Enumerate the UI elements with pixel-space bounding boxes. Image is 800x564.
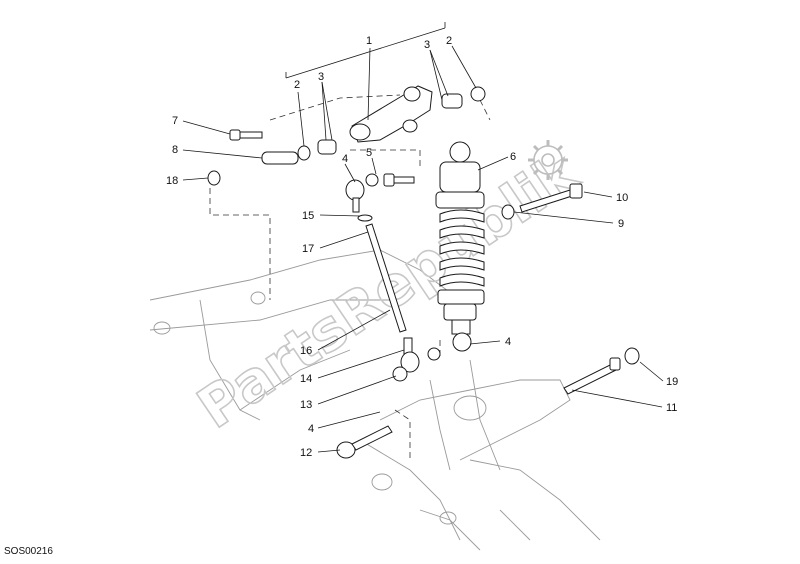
bolt-10 [501, 183, 583, 220]
callout-17: 17 [302, 243, 314, 255]
washer-18 [207, 170, 221, 186]
callout-4-shock: 4 [505, 336, 511, 348]
rod-end-upper [345, 179, 373, 222]
diagram-code: SOS00216 [4, 546, 53, 557]
callout-15: 15 [302, 210, 314, 222]
bolt-12 [336, 425, 393, 459]
callout-4-upper: 4 [342, 153, 348, 165]
upper-bearings [297, 86, 486, 161]
watermark-gear-icon [528, 140, 568, 180]
callout-12: 12 [300, 447, 312, 459]
callout-7: 7 [172, 115, 178, 127]
pin-8 [261, 151, 299, 165]
callout-16: 16 [300, 345, 312, 357]
bolt-7 [229, 129, 263, 141]
callout-8: 8 [172, 144, 178, 156]
assembly-guides [209, 94, 491, 460]
bolt-11 [563, 347, 640, 395]
tie-rod-16 [365, 223, 407, 333]
callout-3-left: 3 [318, 71, 324, 83]
callout-10: 10 [616, 192, 628, 204]
bolt-5 [365, 173, 415, 187]
callout-19: 19 [666, 376, 678, 388]
callout-18: 18 [166, 175, 178, 187]
group-bracket [285, 22, 446, 79]
leader-lines [182, 45, 664, 453]
callout-3-right: 3 [424, 39, 430, 51]
callout-2-right: 2 [446, 35, 452, 47]
callout-1: 1 [366, 35, 372, 47]
callout-6: 6 [510, 151, 516, 163]
rocker-linkage [349, 85, 433, 143]
callout-13: 13 [300, 399, 312, 411]
callout-2-left: 2 [294, 79, 300, 91]
frame-ghost-outline [149, 249, 601, 551]
callout-4-lower: 4 [308, 423, 314, 435]
rod-end-lower [392, 337, 441, 382]
callout-5: 5 [366, 147, 372, 159]
callout-11: 11 [666, 402, 677, 414]
shock-absorber-6 [435, 141, 485, 352]
callout-9: 9 [618, 218, 624, 230]
callout-labels: 1 2 2 3 3 4 4 4 5 6 7 8 9 10 11 12 13 14… [166, 35, 678, 459]
callout-14: 14 [300, 373, 312, 385]
